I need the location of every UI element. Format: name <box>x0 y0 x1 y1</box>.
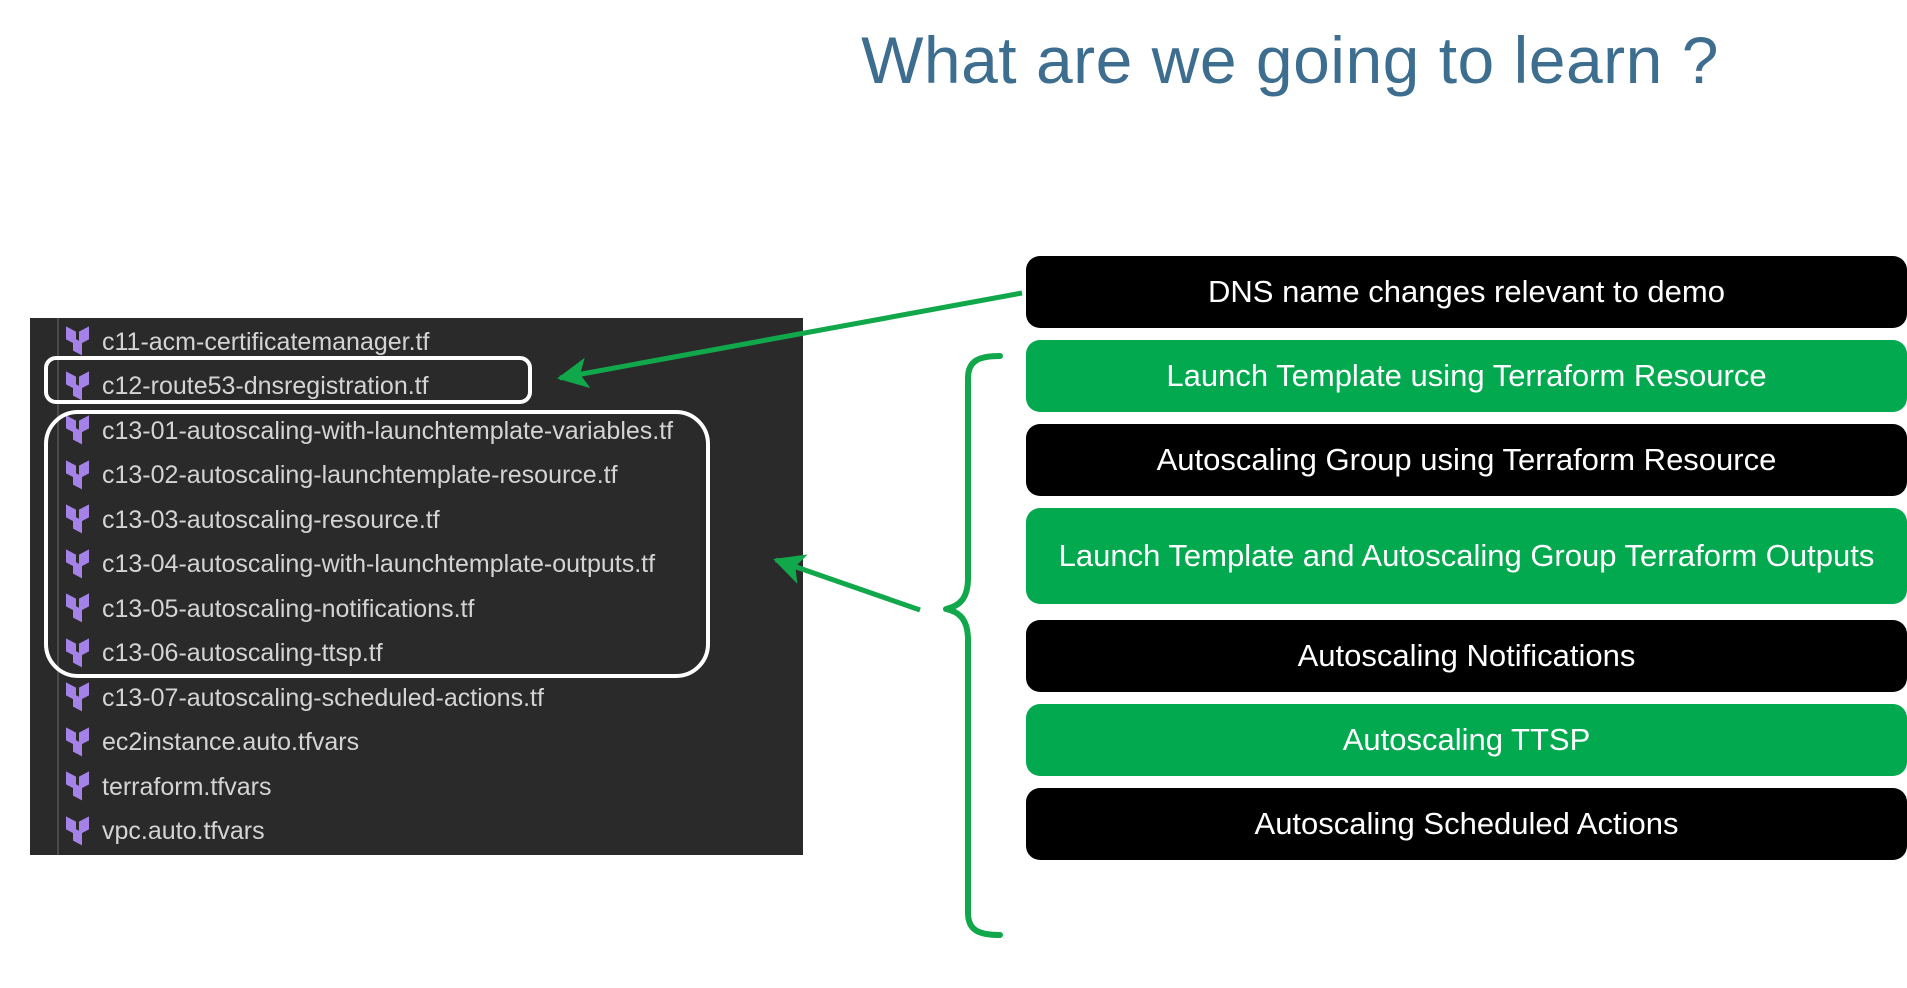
file-list-item[interactable]: c13-07-autoscaling-scheduled-actions.tf <box>66 676 544 720</box>
file-list-item[interactable]: c13-01-autoscaling-with-launchtemplate-v… <box>66 409 673 453</box>
file-name-label: c13-04-autoscaling-with-launchtemplate-o… <box>102 550 656 578</box>
terraform-icon <box>66 726 92 758</box>
file-list-item[interactable]: c13-03-autoscaling-resource.tf <box>66 498 440 542</box>
terraform-icon <box>66 504 92 535</box>
topic-box-label: Launch Template and Autoscaling Group Te… <box>1058 537 1875 573</box>
topic-box-label: Autoscaling Group using Terraform Resour… <box>1156 441 1777 477</box>
topic-box[interactable]: Launch Template and Autoscaling Group Te… <box>1026 508 1907 604</box>
terraform-icon <box>66 548 92 580</box>
terraform-icon <box>66 771 92 802</box>
file-name-label: c13-03-autoscaling-resource.tf <box>102 505 440 534</box>
terraform-icon <box>66 815 92 847</box>
topic-box[interactable]: Autoscaling TTSP <box>1026 704 1907 776</box>
file-list-item[interactable]: vpc.auto.tfvars <box>66 810 265 854</box>
file-list-item[interactable]: c12-route53-dnsregistration.tf <box>66 365 429 409</box>
file-list-item[interactable]: c11-acm-certificatemanager.tf <box>66 320 429 364</box>
file-name-label: vpc.auto.tfvars <box>102 817 265 845</box>
indent-guide <box>57 318 59 855</box>
file-list-item[interactable]: c13-02-autoscaling-launchtemplate-resour… <box>66 454 618 498</box>
file-list-item[interactable]: c13-04-autoscaling-with-launchtemplate-o… <box>66 543 655 587</box>
topic-box[interactable]: DNS name changes relevant to demo <box>1026 256 1907 328</box>
curly-brace-icon <box>943 353 1003 938</box>
terraform-icon <box>66 593 92 624</box>
file-list-item[interactable]: ec2instance.auto.tfvars <box>66 721 359 765</box>
terraform-icon <box>66 370 92 402</box>
file-name-label: c11-acm-certificatemanager.tf <box>102 327 430 356</box>
terraform-icon <box>66 637 92 669</box>
file-name-label: c13-07-autoscaling-scheduled-actions.tf <box>102 683 544 712</box>
terraform-icon <box>66 682 92 713</box>
file-name-label: ec2instance.auto.tfvars <box>102 728 360 756</box>
file-name-label: c12-route53-dnsregistration.tf <box>102 372 429 400</box>
file-name-label: c13-02-autoscaling-launchtemplate-resour… <box>102 461 618 489</box>
topic-box-label: Launch Template using Terraform Resource <box>1166 357 1767 393</box>
file-explorer-panel: c11-acm-certificatemanager.tf c12-route53… <box>30 318 803 855</box>
file-list-item[interactable]: terraform.tfvars <box>66 765 271 809</box>
topic-box-label: Autoscaling Scheduled Actions <box>1254 805 1679 841</box>
page-title: What are we going to learn ? <box>861 23 1719 97</box>
file-name-label: c13-01-autoscaling-with-launchtemplate-v… <box>102 416 674 445</box>
topic-box[interactable]: Autoscaling Group using Terraform Resour… <box>1026 424 1907 496</box>
terraform-icon <box>66 326 92 357</box>
terraform-icon <box>66 415 92 446</box>
file-name-label: terraform.tfvars <box>102 772 272 801</box>
topic-box[interactable]: Autoscaling Notifications <box>1026 620 1907 692</box>
topic-box-label: Autoscaling Notifications <box>1297 637 1636 673</box>
file-list-item[interactable]: c13-06-autoscaling-ttsp.tf <box>66 632 383 676</box>
file-list-item[interactable]: c13-05-autoscaling-notifications.tf <box>66 587 474 631</box>
topic-box-label: Autoscaling TTSP <box>1342 721 1591 757</box>
topic-box[interactable]: Launch Template using Terraform Resource <box>1026 340 1907 412</box>
file-name-label: c13-05-autoscaling-notifications.tf <box>102 594 475 623</box>
topic-box[interactable]: Autoscaling Scheduled Actions <box>1026 788 1907 860</box>
terraform-icon <box>66 459 92 491</box>
file-name-label: c13-06-autoscaling-ttsp.tf <box>102 639 383 667</box>
topic-box-label: DNS name changes relevant to demo <box>1208 273 1725 309</box>
